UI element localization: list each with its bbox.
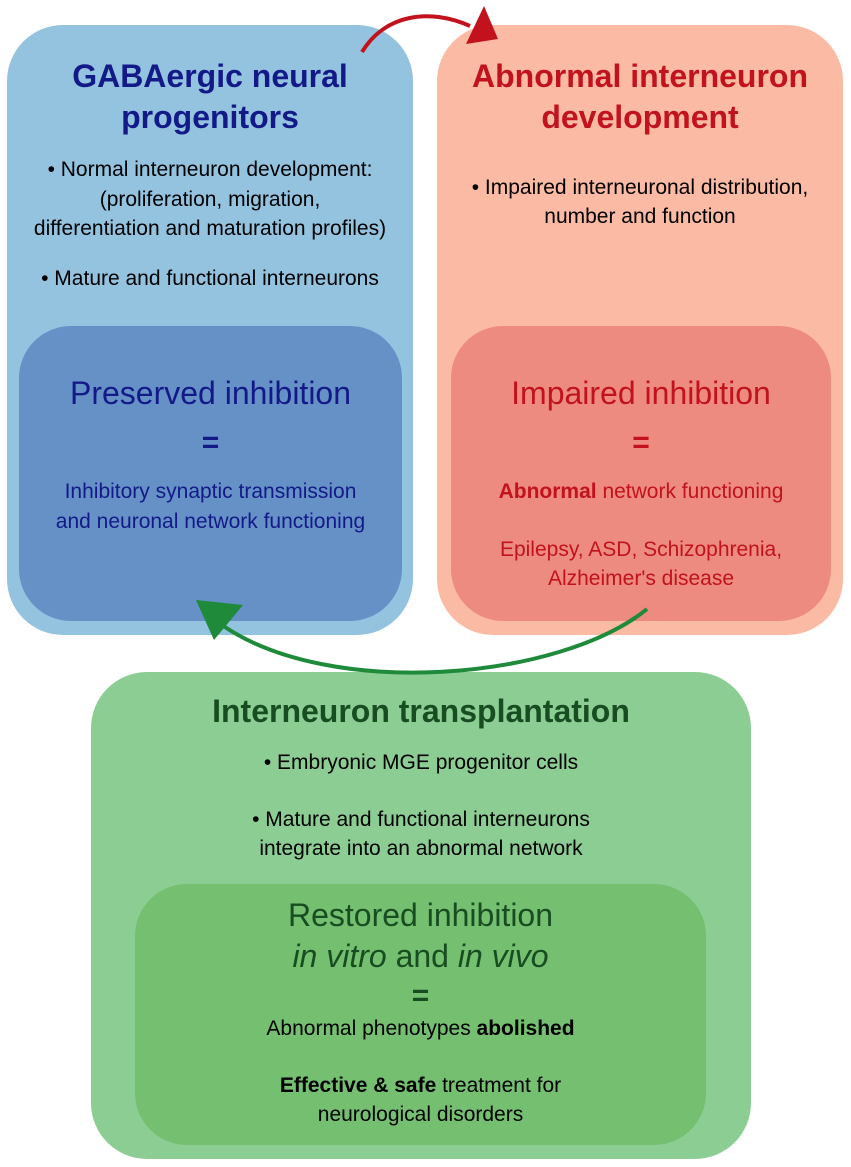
blue-bullet1-line3: differentiation and maturation profiles) <box>33 217 387 240</box>
red-bullet1-line2: number and function <box>544 205 736 228</box>
blue-inner-line2: and neuronal network functioning <box>55 510 366 533</box>
green-inner-line1: Abnormal phenotypes abolished <box>135 1014 706 1044</box>
effective-safe-bold: Effective & safe <box>279 1074 437 1097</box>
green-equals-sign: = <box>411 979 430 1012</box>
preserved-inhibition-box: Preserved inhibition = Inhibitory synapt… <box>19 326 402 621</box>
abnormal-development-box: Abnormal interneuron development • Impai… <box>437 25 843 635</box>
in-vivo-text: in vivo <box>457 938 549 974</box>
impaired-inhibition-box: Impaired inhibition = Abnormal network f… <box>451 326 831 621</box>
gabaergic-progenitors-box: GABAergic neural progenitors • Normal in… <box>7 25 413 635</box>
red-inner-line1: Abnormal network functioning <box>451 477 831 507</box>
in-vitro-text: in vitro <box>292 938 387 974</box>
green-inner-line2: Effective & safe treatment for <box>135 1071 706 1101</box>
red-title-line2: development <box>541 99 739 135</box>
interneuron-transplantation-box: Interneuron transplantation • Embryonic … <box>91 672 751 1159</box>
and-text: and <box>386 938 458 974</box>
restored-inhibition-box: Restored inhibition in vitro and in vivo… <box>135 884 706 1145</box>
impaired-inhibition-heading: Impaired inhibition <box>511 375 771 411</box>
blue-bullet1-line1: • Normal interneuron development: <box>47 158 373 181</box>
abolished-bold: abolished <box>476 1017 575 1040</box>
restored-inhibition-heading: Restored inhibition <box>287 897 554 933</box>
blue-title-line1: GABAergic neural <box>72 58 348 94</box>
green-bullet1: • Embryonic MGE progenitor cells <box>263 751 579 774</box>
green-title: Interneuron transplantation <box>212 693 630 729</box>
red-equals-sign: = <box>632 426 650 459</box>
blue-bullet1-line2: (proliferation, migration, <box>99 188 321 211</box>
abnormal-bold: Abnormal <box>498 480 597 503</box>
blue-inner-line1: Inhibitory synaptic transmission <box>64 480 357 503</box>
in-vitro-in-vivo-line: in vitro and in vivo <box>135 936 706 976</box>
red-bullet1-line1: • Impaired interneuronal distribution, <box>471 176 809 199</box>
green-bullet2-line2: integrate into an abnormal network <box>259 837 583 860</box>
red-title-line1: Abnormal interneuron <box>471 58 808 94</box>
blue-title-line2: progenitors <box>121 99 299 135</box>
blue-bullet2: • Mature and functional interneurons <box>41 267 379 290</box>
preserved-inhibition-heading: Preserved inhibition <box>69 375 352 411</box>
abnormal-phenotypes-text: Abnormal phenotypes <box>266 1017 477 1040</box>
red-inner-line3: Alzheimer's disease <box>547 567 735 590</box>
red-inner-line2: Epilepsy, ASD, Schizophrenia, <box>499 538 783 561</box>
blue-equals-sign: = <box>201 426 220 459</box>
network-functioning-text: network functioning <box>596 480 784 503</box>
treatment-for-text: treatment for <box>436 1074 562 1097</box>
green-inner-line3: neurological disorders <box>317 1103 524 1126</box>
green-bullet2-line1: • Mature and functional interneurons <box>252 808 590 831</box>
